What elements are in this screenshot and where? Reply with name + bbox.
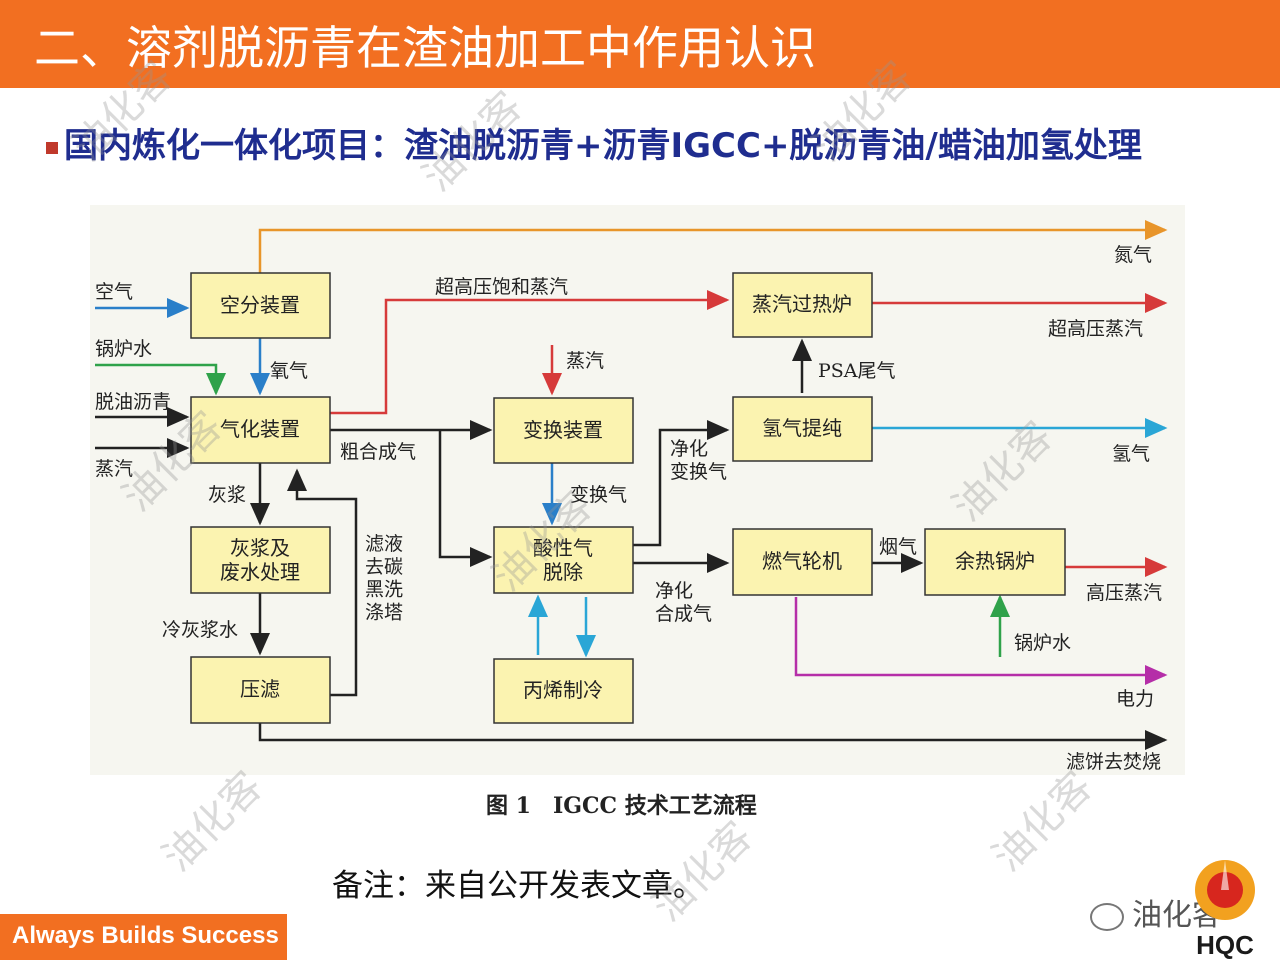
hqc-logo: HQC bbox=[1185, 850, 1265, 960]
uhp-steam-label: 超高压蒸汽 bbox=[1048, 318, 1143, 340]
uhp-saturated-label: 超高压饱和蒸汽 bbox=[435, 276, 568, 298]
flow-lines bbox=[95, 220, 1168, 750]
filter-cake-line bbox=[258, 723, 1168, 750]
box-h2-purification bbox=[732, 396, 873, 462]
boiler-water-hrsg-label: 锅炉水 bbox=[1014, 632, 1071, 654]
hydrogen-label: 氢气 bbox=[1112, 443, 1150, 465]
text-line: 净化 bbox=[655, 580, 693, 602]
igcc-flow-diagram: 空分装置 气化装置 灰浆及废水处理 压滤 变换装置 酸性气脱除 丙烯制冷 蒸汽过… bbox=[90, 205, 1185, 775]
text-line: 脱除 bbox=[543, 560, 583, 584]
box-shift bbox=[493, 397, 634, 464]
acid-removal-label: 酸性气脱除 bbox=[533, 536, 593, 584]
ash-treatment-label: 灰浆及废水处理 bbox=[220, 536, 300, 584]
text-line: 黑洗 bbox=[365, 579, 403, 601]
hp-steam-label: 高压蒸汽 bbox=[1086, 582, 1162, 604]
purified-syngas-label: 净化合成气 bbox=[655, 580, 712, 625]
box-superheater bbox=[732, 272, 873, 338]
steam-in-label: 蒸汽 bbox=[95, 458, 133, 480]
text-line: 灰浆及 bbox=[230, 536, 290, 560]
bullet-text: 国内炼化一体化项目：渣油脱沥青+沥青IGCC+脱沥青油/蜡油加氢处理 bbox=[64, 126, 1142, 166]
filter-press-label: 压滤 bbox=[240, 677, 280, 701]
boiler-water-in-line bbox=[95, 363, 226, 396]
shell-logo-icon bbox=[1195, 860, 1255, 920]
boiler-water-in-label: 锅炉水 bbox=[95, 338, 152, 360]
crude-syngas-to-acid-line bbox=[438, 430, 493, 567]
bullet-icon bbox=[46, 141, 58, 154]
footer-slogan: Always Builds Success bbox=[12, 922, 279, 949]
figure-caption: 图 1 IGCC 技术工艺流程 bbox=[486, 793, 757, 819]
asphalt-label: 脱油沥青 bbox=[95, 391, 171, 413]
text-line: 净化 bbox=[670, 438, 708, 460]
uhp-saturated-line bbox=[330, 290, 730, 415]
nitrogen-label: 氮气 bbox=[1114, 244, 1152, 266]
flue-gas-label: 烟气 bbox=[879, 536, 917, 558]
text-line: 废水处理 bbox=[220, 560, 300, 584]
text-line: 涤塔 bbox=[365, 601, 403, 623]
text-line: 酸性气 bbox=[533, 536, 593, 560]
h2-purification-label: 氢气提纯 bbox=[762, 416, 842, 440]
box-hrsg bbox=[924, 528, 1066, 596]
ash-slurry-label: 灰浆 bbox=[208, 484, 246, 506]
crude-syngas-label: 粗合成气 bbox=[340, 441, 416, 463]
gasifier-label: 气化装置 bbox=[220, 417, 300, 441]
bullet-point: 国内炼化一体化项目：渣油脱沥青+沥青IGCC+脱沥青油/蜡油加氢处理 bbox=[46, 118, 1142, 167]
box-filter-press bbox=[190, 656, 331, 724]
steam-shift-label: 蒸汽 bbox=[566, 350, 604, 372]
air-label: 空气 bbox=[95, 281, 133, 303]
hqc-logo-text: HQC bbox=[1196, 930, 1254, 960]
shift-label: 变换装置 bbox=[523, 418, 603, 442]
filter-cake-label: 滤饼去焚烧 bbox=[1066, 751, 1161, 773]
unit-boxes bbox=[190, 272, 1066, 724]
power-label: 电力 bbox=[1116, 688, 1154, 710]
box-air-separation bbox=[190, 272, 331, 339]
purified-shift-label: 净化变换气 bbox=[670, 438, 727, 483]
footer-banner: Always Builds Success bbox=[0, 914, 287, 960]
slide-title: 二、溶剂脱沥青在渣油加工中作用认识 bbox=[34, 21, 816, 75]
cold-ash-water-label: 冷灰浆水 bbox=[162, 619, 238, 641]
text-line: 变换气 bbox=[670, 461, 727, 483]
air-separation-label: 空分装置 bbox=[220, 293, 300, 317]
box-gasifier bbox=[190, 396, 331, 464]
title-bar: 二、溶剂脱沥青在渣油加工中作用认识 bbox=[0, 0, 1280, 88]
power-line bbox=[794, 597, 1168, 685]
filtrate-label: 滤液去碳黑洗涤塔 bbox=[365, 533, 403, 623]
box-gas-turbine bbox=[732, 528, 873, 596]
nitrogen-line bbox=[258, 220, 1168, 273]
text-line: 去碳 bbox=[365, 556, 403, 578]
gas-turbine-label: 燃气轮机 bbox=[762, 549, 842, 573]
wechat-icon bbox=[1090, 902, 1124, 931]
psa-tail-label: PSA尾气 bbox=[818, 360, 896, 382]
box-acid-removal bbox=[493, 526, 634, 594]
text-line: 合成气 bbox=[655, 603, 712, 625]
purified-shift-line bbox=[633, 420, 730, 547]
oxygen-label: 氧气 bbox=[270, 360, 308, 382]
superheater-label: 蒸汽过热炉 bbox=[752, 292, 852, 316]
shifted-gas-label: 变换气 bbox=[570, 484, 627, 506]
text-line: 滤液 bbox=[365, 533, 403, 555]
hrsg-label: 余热锅炉 bbox=[955, 549, 1035, 573]
source-note: 备注：来自公开发表文章。 bbox=[332, 868, 704, 904]
filtrate-line bbox=[287, 468, 358, 697]
propylene-label: 丙烯制冷 bbox=[523, 678, 603, 702]
box-propylene bbox=[493, 658, 634, 724]
box-ash-treatment bbox=[190, 526, 331, 594]
